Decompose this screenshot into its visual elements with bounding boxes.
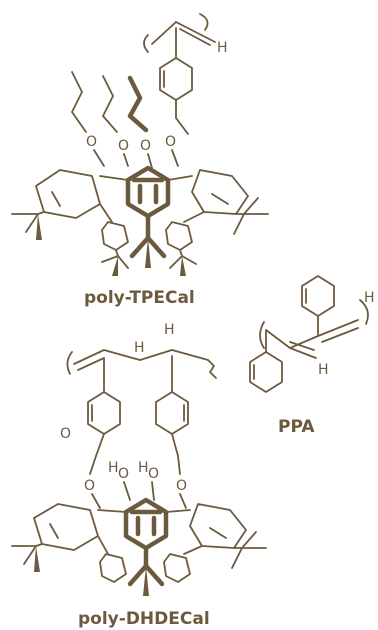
ppa-bracket-right [359, 299, 369, 325]
calix-lower-left-ring [101, 221, 129, 251]
ppa-bond-4 [289, 347, 317, 359]
backbone2-bond-2 [103, 349, 141, 361]
backbone2-bond-4 [171, 349, 209, 361]
o-ring2-bond-1 [91, 493, 101, 509]
calix-left-inner [51, 191, 61, 207]
o-ring2-bond-4 [179, 493, 187, 509]
tbu2-right [231, 531, 267, 569]
poly-dhdecal-structure: H H O O O H O H O [11, 322, 267, 596]
atom-o-propyl-2: O [118, 138, 129, 154]
backbone-vinyl-bond [175, 21, 216, 43]
calix-right-inner [211, 193, 229, 205]
ppa-structure: H H [249, 275, 375, 393]
label-poly-tpecal: poly-TPECal [84, 288, 195, 308]
calix-front-ring [125, 165, 171, 219]
backbone-bracket-right [199, 13, 209, 31]
ch2o-right [171, 433, 181, 475]
atom-h-hydroxyl-1: H [108, 460, 119, 476]
tbu-bottom-center [129, 235, 167, 268]
atom-o-stray: O [60, 426, 71, 442]
ppa-bond-1 [289, 335, 319, 349]
bridge-1 [99, 175, 129, 181]
atom-o-hydroxyl-2: O [148, 466, 159, 482]
propyl-chain-2 [102, 75, 118, 133]
bridge-2 [167, 175, 193, 181]
tbu-right [233, 197, 269, 235]
ppa-bond-2 [317, 319, 359, 337]
atom-o-hydroxyl-1: O [118, 466, 129, 482]
ch2o-left [89, 433, 105, 475]
o-ring-bond-1 [93, 149, 105, 167]
backbone2-bond-1 [73, 349, 105, 365]
backbone2-double [77, 357, 105, 371]
backbone-bracket-left [143, 34, 149, 53]
ppa-bracket-left [259, 321, 265, 349]
o-ring-bond-4 [171, 149, 179, 167]
o-ring-bond-3 [147, 153, 153, 169]
backbone-double-bond [179, 28, 211, 46]
bridge-3 [99, 203, 113, 223]
label-poly-dhdecal: poly-DHDECal [78, 609, 210, 629]
ppa-double-1 [321, 327, 359, 343]
atom-o-ether-right: O [176, 478, 187, 494]
atom-h-ppa-1: H [364, 290, 375, 306]
atom-o-ether-left: O [84, 478, 95, 494]
tbu2-bottom-center [127, 563, 165, 596]
calix-right-ring [191, 169, 249, 215]
o-ring2-bond-2 [123, 481, 131, 501]
atom-h-hydroxyl-2: H [138, 460, 149, 476]
atom-h-ppa-2: H [318, 362, 329, 378]
bridge2-4 [183, 545, 203, 555]
ppa-phenyl-bottom [249, 351, 283, 393]
propyl-chain-3 [127, 75, 149, 133]
backbone-bond [151, 21, 177, 45]
calix-left-ring [35, 169, 101, 219]
calix2-lower-right-ring [163, 553, 191, 583]
o-ring2-bond-3 [151, 481, 155, 501]
calix2-front-ring [123, 497, 169, 551]
atom-h-top: H [217, 40, 228, 56]
tbu-left [11, 211, 45, 240]
backbone2-wavy [207, 359, 217, 379]
label-ppa: PPA [278, 417, 315, 437]
atom-h-bottom-2: H [164, 322, 175, 338]
backbone2-bond-3 [139, 349, 173, 361]
atom-o-benzyl: O [165, 134, 176, 150]
tbu-bottom-right [169, 249, 197, 276]
bridge2-2 [165, 509, 191, 513]
bridge2-1 [97, 509, 127, 513]
calix-lower-right-ring [165, 221, 193, 251]
calix2-left-inner [49, 523, 59, 539]
ppa-double-2 [289, 341, 315, 351]
tbu-bottom-left [101, 249, 129, 276]
ch2-o-bond [175, 117, 189, 135]
ppa-bond-3 [265, 329, 291, 349]
o-ring-bond-2 [123, 153, 129, 167]
atom-o-propyl-3: O [140, 138, 151, 154]
atom-h-bottom-1: H [134, 340, 145, 356]
bridge-4 [183, 211, 205, 223]
calix2-lower-left-ring [99, 553, 127, 583]
bridge2-3 [97, 535, 109, 555]
calix2-right-inner [209, 527, 227, 539]
tbu2-left [11, 543, 43, 572]
propyl-chain-1 [71, 71, 87, 133]
poly-tpecal-structure: H O O O O [11, 13, 269, 276]
atom-o-propyl-1: O [86, 134, 97, 150]
backbone2-bracket-left [66, 351, 73, 375]
calix2-left-ring [33, 503, 99, 551]
calix2-right-ring [189, 503, 247, 549]
